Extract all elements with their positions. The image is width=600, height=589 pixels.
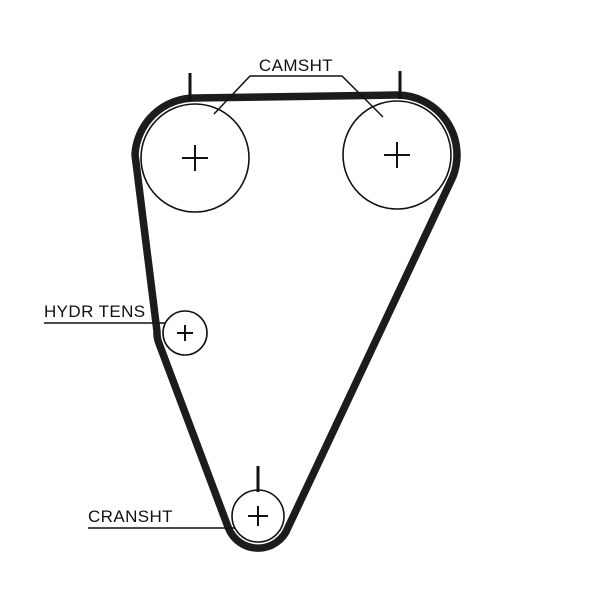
hydraulic-tensioner-label: HYDR TENS [44, 302, 146, 321]
camshaft-label: CAMSHT [259, 56, 333, 75]
tensioner-pulley [162, 310, 208, 356]
camshaft-right-center-cross-icon [384, 142, 410, 168]
camshaft-left-center-cross-icon [182, 145, 208, 171]
tensioner-center-cross-icon [177, 325, 193, 341]
camshaft-leader-line [213, 75, 384, 118]
timing-belt-path [131, 91, 461, 552]
crankshaft-label: CRANSHT [88, 507, 173, 526]
camshaft-pulley-right [342, 100, 452, 210]
crankshaft-center-cross-icon [248, 506, 268, 526]
camshaft-pulley-left [140, 103, 250, 213]
